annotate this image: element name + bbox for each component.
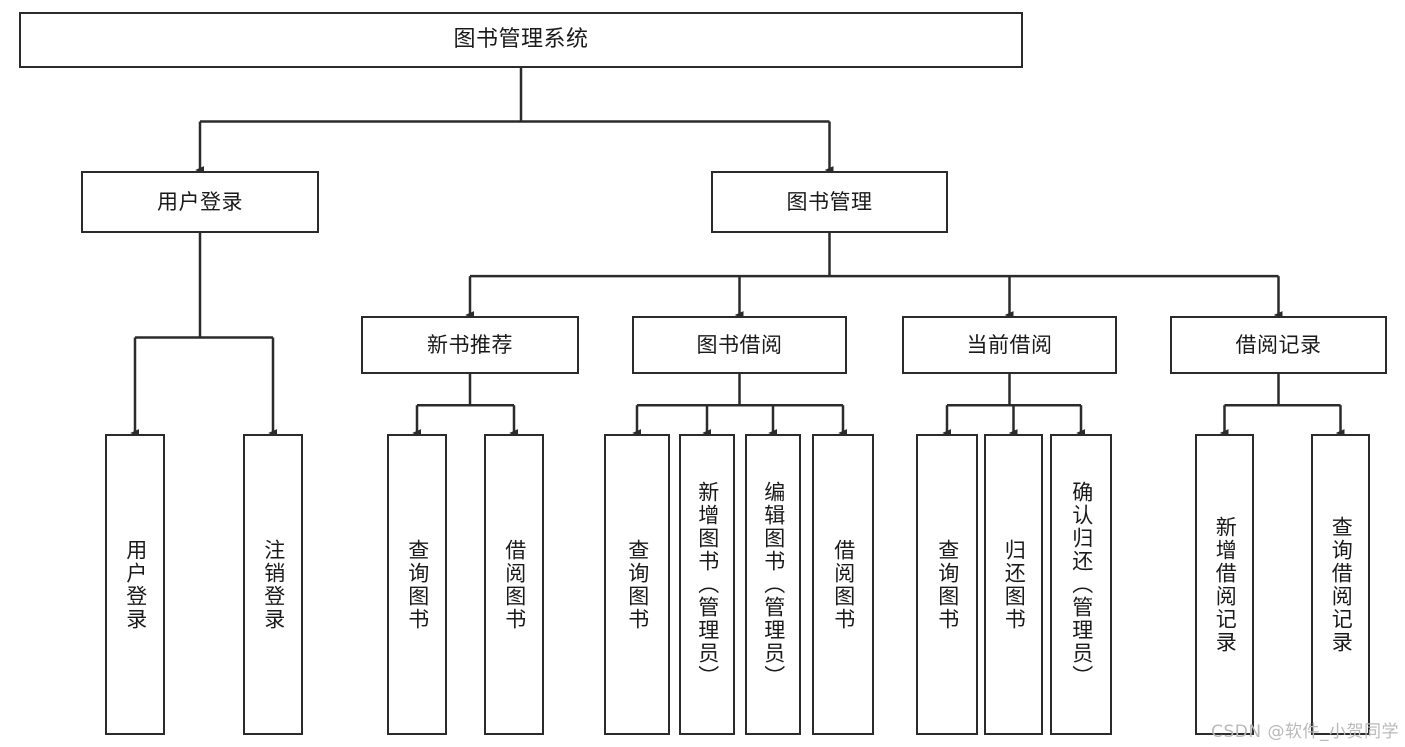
node-borrow-record[interactable]: 借阅记录 (1170, 316, 1387, 374)
node-label: 用户登录 (123, 538, 148, 631)
node-label: 确认归还（管理员） (1069, 481, 1094, 688)
node-root-system[interactable]: 图书管理系统 (19, 12, 1023, 68)
node-label: 查询借阅记录 (1329, 515, 1354, 654)
node-label: 归还图书 (1002, 538, 1027, 631)
node-label: 图书管理 (786, 189, 873, 214)
leaf-user-login[interactable]: 用户登录 (105, 434, 165, 735)
node-label: 新增图书（管理员） (695, 481, 720, 688)
leaf-query-book-recommend[interactable]: 查询图书 (387, 434, 447, 735)
leaf-query-book-borrow[interactable]: 查询图书 (604, 434, 670, 735)
node-book-manage[interactable]: 图书管理 (711, 171, 948, 233)
node-current-borrow[interactable]: 当前借阅 (902, 316, 1117, 374)
node-label: 新增借阅记录 (1213, 515, 1238, 654)
node-label: 编辑图书（管理员） (761, 481, 786, 688)
node-label: 查询图书 (625, 538, 650, 631)
leaf-confirm-return-admin[interactable]: 确认归还（管理员） (1050, 434, 1112, 735)
leaf-add-borrow-record[interactable]: 新增借阅记录 (1195, 434, 1254, 735)
leaf-logout[interactable]: 注销登录 (243, 434, 303, 735)
node-user-login[interactable]: 用户登录 (81, 171, 319, 233)
leaf-return-book[interactable]: 归还图书 (984, 434, 1043, 735)
leaf-query-book-current[interactable]: 查询图书 (916, 434, 978, 735)
leaf-add-book-admin[interactable]: 新增图书（管理员） (679, 434, 735, 735)
leaf-query-borrow-record[interactable]: 查询借阅记录 (1311, 434, 1370, 735)
node-label: 当前借阅 (966, 332, 1053, 357)
node-label: 图书管理系统 (453, 27, 589, 53)
leaf-edit-book-admin[interactable]: 编辑图书（管理员） (745, 434, 801, 735)
node-label: 图书借阅 (696, 332, 783, 357)
node-label: 用户登录 (157, 189, 243, 214)
node-label: 借阅记录 (1235, 332, 1322, 357)
node-label: 借阅图书 (831, 538, 856, 631)
node-new-book-recommend[interactable]: 新书推荐 (361, 316, 579, 374)
node-label: 新书推荐 (427, 332, 513, 357)
node-label: 借阅图书 (502, 538, 527, 631)
node-label: 查询图书 (405, 538, 430, 631)
node-book-borrow[interactable]: 图书借阅 (632, 316, 847, 374)
leaf-borrow-book[interactable]: 借阅图书 (812, 434, 874, 735)
leaf-borrow-book-recommend[interactable]: 借阅图书 (484, 434, 544, 735)
node-label: 查询图书 (935, 538, 960, 631)
node-label: 注销登录 (261, 538, 286, 631)
watermark-text: CSDN @软件_小贺同学 (1211, 722, 1399, 742)
